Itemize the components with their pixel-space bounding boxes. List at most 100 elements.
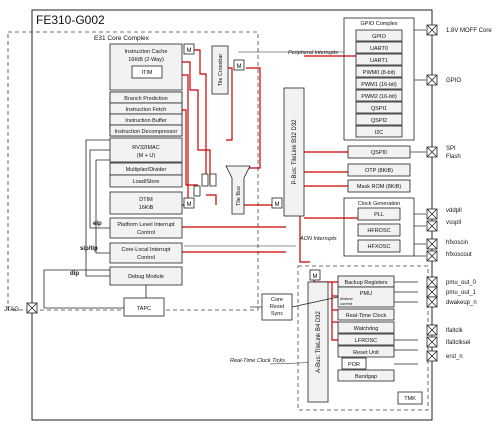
pad-cross <box>426 146 438 158</box>
tile-crossbar-box <box>211 45 229 95</box>
m-port-abus <box>309 269 321 281</box>
muldiv-label: Multiplier/Divider <box>126 167 167 173</box>
branch-label: Branch Prediction <box>124 96 167 102</box>
reset-sync-line-2: Reset <box>270 304 285 310</box>
gpio-item-label: UART1 <box>370 58 388 64</box>
signal-eip: eip <box>93 221 102 227</box>
m-port-dtim-label: M <box>187 202 192 208</box>
plic-label: Platform Level Interrupt <box>117 222 175 228</box>
pad-cross <box>426 24 438 36</box>
decompress-label: Instruction Decompressor <box>115 129 178 135</box>
core-blocks <box>109 43 183 317</box>
qspi0-label: QSPI0 <box>371 150 387 156</box>
dtim-size: 16KiB <box>139 205 154 211</box>
mask-rom-box <box>347 179 411 193</box>
lfrosc-label: LFROSC <box>355 338 377 344</box>
bandgap-box <box>337 369 395 382</box>
abus-label: A-Bus: TileLink B4 D32 <box>316 310 322 372</box>
isa-label: RV32IMAC <box>132 145 159 151</box>
gpio-complex-box <box>343 17 415 141</box>
pin-vsspll: vsspll <box>446 220 461 226</box>
clock-gen-title: Clock Generation <box>358 201 401 207</box>
clic-label-2: Control <box>137 255 155 261</box>
pmu-label: PMU <box>360 291 372 297</box>
clock-gen-box <box>343 197 415 257</box>
pin-gpio: GPIO <box>446 78 461 84</box>
m-port-pbus <box>271 197 283 209</box>
gpio-item-label: PWM0 (8-bit) <box>363 70 396 76</box>
gpio-item-box <box>355 101 403 114</box>
pin-spi: SPI <box>446 146 456 152</box>
m-port-pbus-label: M <box>275 202 280 208</box>
clic-label: Core-Local Interrupt <box>122 247 171 253</box>
pads <box>26 24 438 362</box>
pmu-signal-corerst: corerst <box>340 301 353 306</box>
m-port-icache-label: M <box>187 48 192 54</box>
rtc-label: Real-Time Clock <box>346 313 387 319</box>
reset-sync-line-3: Sync <box>271 311 283 317</box>
pad-cross <box>426 336 438 348</box>
signal-dip: dip <box>70 271 79 277</box>
chip-title: FE310-G002 <box>36 13 105 27</box>
tapc-box <box>123 297 165 317</box>
mask-rom-label: Mask ROM (8KiB) <box>357 184 401 190</box>
gpio-item-box <box>355 113 403 126</box>
pin-moff: 1.8V MOFF Core <box>446 28 492 34</box>
m-port-crossbar-label: M <box>237 64 242 70</box>
m-port-dtim <box>183 197 195 209</box>
tmk-label: TMK <box>404 396 416 402</box>
crossbar-stubs <box>193 173 217 197</box>
bandgap-label: Bandgap <box>355 374 377 380</box>
loadstore-box <box>109 174 183 188</box>
dtim-label: DTIM <box>139 197 153 203</box>
core-complex-title: E31 Core Complex <box>94 35 150 42</box>
otp-box <box>347 163 411 177</box>
aon-domain-boundary <box>297 265 429 411</box>
annot-aon-interrupts: AON Interrupts <box>299 236 337 242</box>
annot-rtc-ticks: Real-Time Clock Ticks <box>230 358 285 364</box>
pin-pmu-out-0: pmu_out_0 <box>446 280 477 286</box>
lfrosc-box <box>337 333 395 346</box>
backup-registers-label: Backup Registers <box>344 280 387 286</box>
pad-cross <box>426 286 438 298</box>
rtc-box <box>337 308 395 321</box>
gpio-item-label: GPIO <box>372 34 386 40</box>
pad-cross <box>426 238 438 250</box>
tile-bus-shape <box>225 165 251 215</box>
core-wires <box>43 139 147 309</box>
signal-sip-tip: sip/tip <box>80 246 98 252</box>
gpio-item-box <box>355 29 403 42</box>
hfrosc-box <box>357 223 401 237</box>
gpio-item-box <box>355 53 403 66</box>
pin-lfaltclk: lfaltclk <box>446 328 464 334</box>
itim-label: ITIM <box>142 70 153 76</box>
hfxosc-label: HFXOSC <box>368 244 391 250</box>
gpio-complex-title: GPIO Complex <box>361 21 398 27</box>
reset-unit-label: Reset Unit <box>353 350 379 356</box>
por-box <box>341 357 367 370</box>
isa-box <box>109 137 183 163</box>
pin-hfxoscin: hfxoscin <box>446 240 468 246</box>
gpio-item-label: QSPI2 <box>371 118 387 124</box>
decompress-box <box>109 124 183 137</box>
gpio-item-label: PWM1 (16-bit) <box>361 82 397 88</box>
m-ports <box>183 43 321 281</box>
fetch-label: Instruction Fetch <box>126 107 167 113</box>
gpio-item-label: UART0 <box>370 46 388 52</box>
gpio-item-box <box>355 125 403 138</box>
itim-box <box>131 65 163 79</box>
hfxosc-box <box>357 239 401 253</box>
pad-cross <box>426 208 438 220</box>
pad-cross <box>426 276 438 288</box>
icache-label: Instruction Cache <box>125 49 168 55</box>
reset-sync-line-1: Core <box>271 297 283 303</box>
pin-hfxoscout: hfxoscout <box>446 252 472 258</box>
dtim-box <box>109 191 183 215</box>
pll-label: PLL <box>374 212 384 218</box>
m-port-crossbar <box>233 59 245 71</box>
gpio-item-box <box>355 77 403 90</box>
isa-ext: (M + U) <box>137 153 156 159</box>
pbus-bar <box>283 87 305 217</box>
loadstore-label: Load/Store <box>133 179 160 185</box>
